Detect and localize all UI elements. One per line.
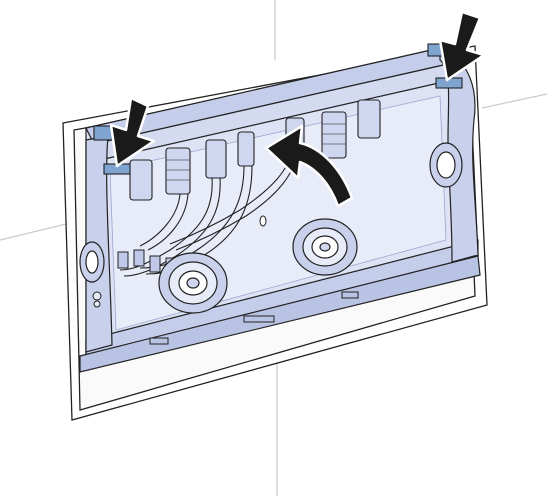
clamp-3 — [149, 255, 161, 273]
slot-1 — [149, 337, 169, 345]
tile-line-left — [0, 223, 67, 241]
cartridge-2 — [165, 147, 191, 195]
slot-3 — [341, 291, 359, 299]
press-arrow-right — [438, 10, 486, 82]
cartridge-4 — [237, 131, 255, 167]
box-bottom-ledge — [79, 255, 481, 373]
press-arrow-left — [109, 96, 156, 168]
clip-top-left — [93, 125, 113, 141]
small-fittings — [92, 215, 267, 308]
outlet-left-housing — [79, 241, 105, 283]
bottom-slots — [149, 291, 359, 345]
hose-4 — [139, 193, 181, 247]
cartridge-6 — [321, 111, 347, 159]
hose-1 — [119, 177, 213, 271]
clamp-1 — [117, 251, 129, 269]
hose-4b — [147, 193, 189, 251]
press-down-arrow-icon — [109, 96, 156, 168]
slot-2 — [243, 315, 275, 323]
clamp-2 — [133, 249, 145, 267]
hose-1b — [123, 177, 221, 277]
outlet-right — [292, 218, 358, 276]
press-down-arrow-icon — [438, 10, 486, 82]
rotate-arrow-icon — [264, 124, 354, 208]
box-left-housing — [85, 135, 113, 353]
cartridge-1 — [129, 159, 153, 201]
rotate-arrow — [264, 124, 354, 208]
tile-line-right — [481, 93, 547, 109]
cartridge-7 — [357, 99, 381, 139]
outlet-right-housing — [429, 142, 463, 188]
cartridge-3 — [205, 139, 227, 179]
outlet-left — [158, 252, 228, 314]
